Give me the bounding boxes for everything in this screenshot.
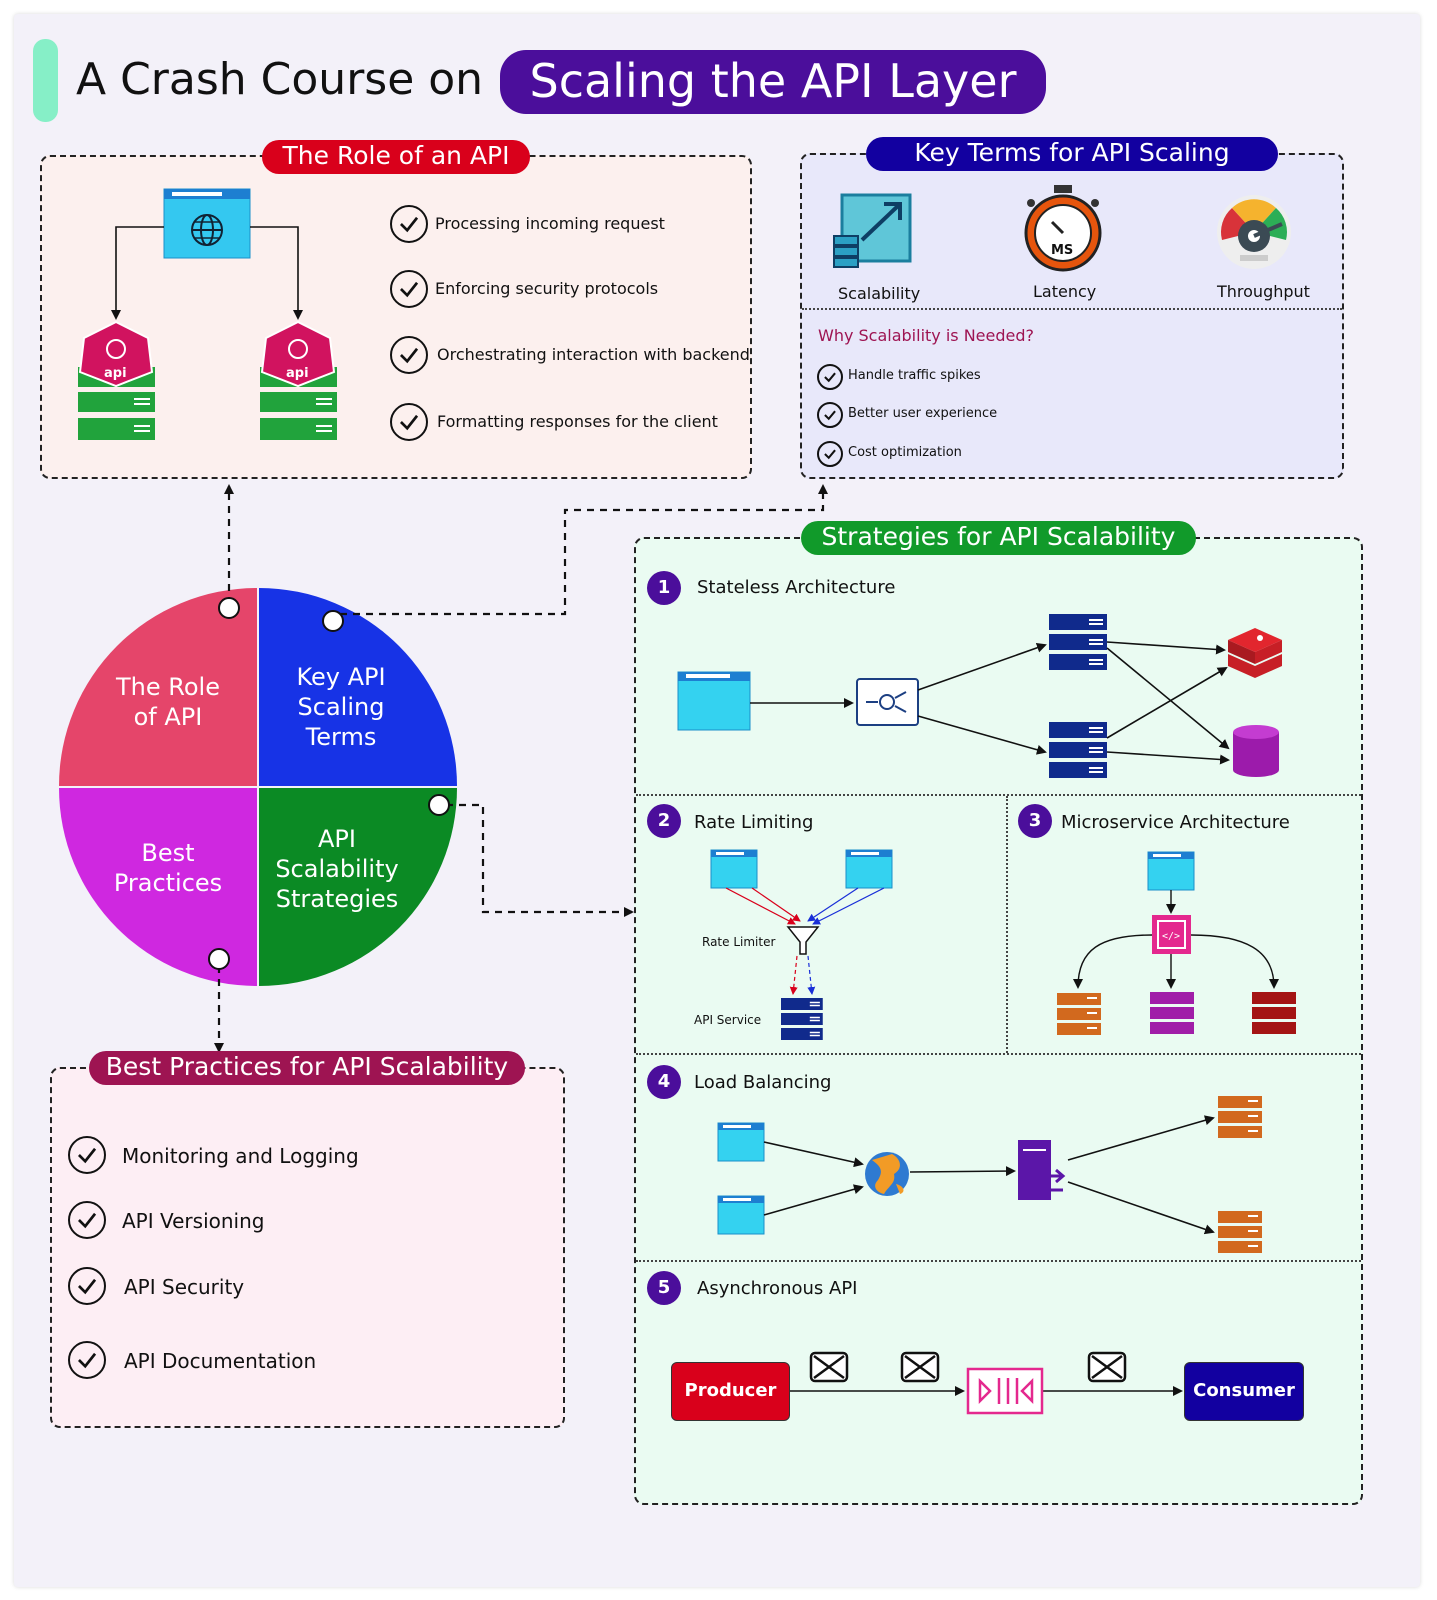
- strategy-title-5: Asynchronous API: [697, 1278, 858, 1299]
- best-practice-2: API Versioning: [122, 1209, 265, 1233]
- check-icon: [68, 1267, 106, 1305]
- api-badge-label-right: api: [286, 366, 309, 381]
- strategy-divider: [636, 794, 1361, 796]
- consumer-box: Consumer: [1184, 1362, 1304, 1421]
- quadrant-key-terms-label: Key API Scaling Terms: [296, 663, 386, 751]
- term-throughput-label: Throughput: [1217, 282, 1310, 301]
- quadrant-strategies-label: API Scalability Strategies: [275, 825, 399, 913]
- page-title-highlight: Scaling the API Layer: [500, 50, 1046, 114]
- strategy-number-2: 2: [647, 804, 681, 838]
- best-practices-heading: Best Practices for API Scalability: [89, 1051, 525, 1085]
- api-service-label: API Service: [694, 1013, 762, 1027]
- strategy-number-4: 4: [647, 1065, 681, 1099]
- strategy-title-2: Rate Limiting: [694, 812, 814, 833]
- stopwatch-icon-text: MS: [1051, 243, 1074, 258]
- check-icon: [817, 441, 843, 467]
- best-practice-3: API Security: [124, 1275, 245, 1299]
- key-terms-panel: [800, 153, 1344, 479]
- key-terms-heading: Key Terms for API Scaling: [866, 137, 1278, 171]
- check-icon: [817, 364, 843, 390]
- role-item-1: Processing incoming request: [435, 214, 665, 233]
- title-accent-bar: [33, 39, 58, 122]
- check-icon: [68, 1201, 106, 1239]
- check-icon: [390, 403, 428, 441]
- role-item-2: Enforcing security protocols: [435, 279, 659, 298]
- page-title-prefix: A Crash Course on: [76, 54, 484, 105]
- check-icon: [68, 1136, 106, 1174]
- role-item-3: Orchestrating interaction with backend: [437, 345, 750, 364]
- strategy-divider: [636, 1053, 1361, 1055]
- strategy-divider: [1006, 796, 1008, 1053]
- producer-box: Producer: [671, 1362, 790, 1421]
- check-icon: [390, 336, 428, 374]
- strategy-title-4: Load Balancing: [694, 1072, 832, 1093]
- check-icon: [390, 205, 428, 243]
- strategy-number-1: 1: [647, 571, 681, 605]
- best-practices-panel: [50, 1067, 565, 1428]
- strategy-number-5: 5: [647, 1271, 681, 1305]
- rate-limiter-label: Rate Limiter: [702, 935, 776, 949]
- strategy-divider: [636, 1260, 1361, 1262]
- best-practice-4: API Documentation: [124, 1349, 317, 1373]
- quadrant-role-label: The Role of API: [116, 673, 220, 731]
- why-item-2: Better user experience: [848, 406, 998, 421]
- strategy-title-3: Microservice Architecture: [1061, 812, 1290, 833]
- strategy-number-3: 3: [1018, 804, 1052, 838]
- why-scalability-heading: Why Scalability is Needed?: [818, 326, 1035, 345]
- check-icon: [390, 270, 428, 308]
- why-item-3: Cost optimization: [848, 445, 962, 460]
- strategy-title-1: Stateless Architecture: [697, 577, 896, 598]
- term-scalability-label: Scalability: [838, 284, 921, 303]
- check-icon: [817, 402, 843, 428]
- strategies-heading: Strategies for API Scalability: [801, 521, 1196, 555]
- api-badge-label-left: api: [104, 366, 127, 381]
- role-item-4: Formatting responses for the client: [437, 412, 718, 431]
- check-icon: [68, 1341, 106, 1379]
- term-latency-label: Latency: [1033, 282, 1097, 301]
- best-practice-1: Monitoring and Logging: [122, 1144, 359, 1168]
- strategies-panel: [634, 537, 1363, 1505]
- why-item-1: Handle traffic spikes: [848, 368, 981, 383]
- quadrant-best-practices-label: Best Practices: [113, 839, 223, 897]
- role-panel-heading: The Role of an API: [262, 140, 530, 174]
- key-terms-divider: [802, 308, 1342, 310]
